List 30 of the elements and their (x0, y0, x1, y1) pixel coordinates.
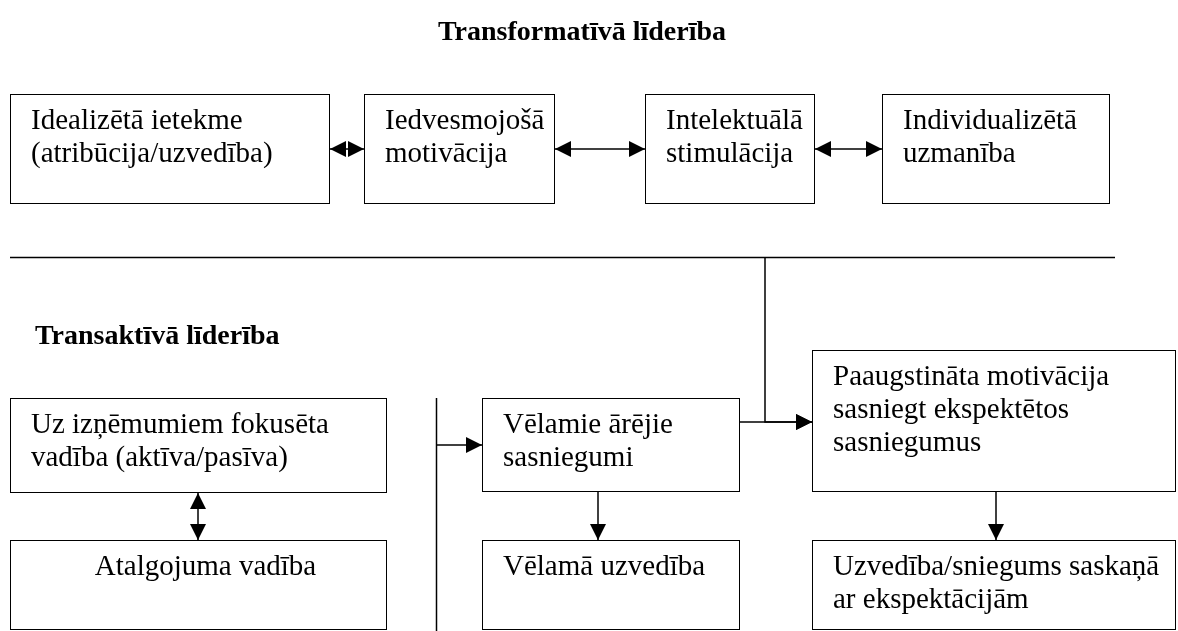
box-text: Idealizētā ietekme (atribūcija/uzvedība) (31, 103, 274, 169)
process-box (364, 94, 555, 204)
section-heading: Transaktīvā līderība (35, 318, 280, 352)
box-text: Iedvesmojošā motivācija (385, 103, 546, 169)
arrow (764, 257, 813, 430)
box-text: Individualizētā uzmanība (903, 103, 1078, 169)
process-box (482, 398, 740, 492)
process-box (10, 398, 387, 493)
box-text: Intelektuālā stimulācija (666, 103, 804, 169)
arrow (190, 492, 206, 541)
arrow (554, 141, 646, 157)
arrow (435, 437, 483, 453)
arrow (590, 491, 606, 541)
arrow (988, 491, 1004, 541)
arrow (329, 141, 365, 157)
process-box (10, 540, 387, 630)
process-box (482, 540, 740, 630)
box-text: Vēlamie ārējie sasniegumi (503, 407, 674, 473)
arrow (814, 141, 883, 157)
process-box (882, 94, 1110, 204)
process-box (10, 94, 330, 204)
box-text: Paaugstināta motivācija sasniegt ekspektētos sasniegumus (833, 359, 1111, 458)
process-box (645, 94, 815, 204)
box-text: Uz izņēmumiem fokusēta vadība (aktīva/pasīva) (31, 407, 330, 473)
diagram-title: Transformatīvā līderība (438, 14, 726, 48)
box-text: Vēlamā uzvedība (503, 549, 707, 582)
process-box (812, 540, 1176, 630)
box-text: Atalgojuma vadība (93, 549, 318, 582)
box-text: Uzvedība/sniegums saskaņā ar ekspektācijām (833, 549, 1161, 615)
process-box (812, 350, 1176, 492)
